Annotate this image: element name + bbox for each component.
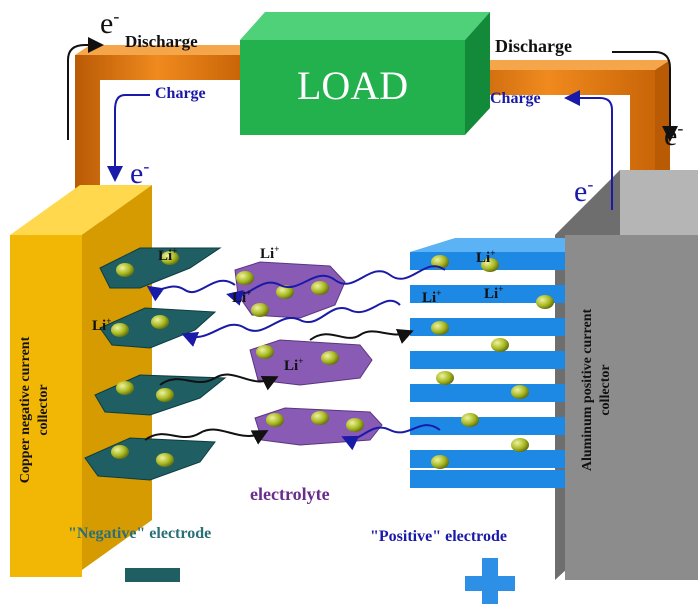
li-ion-label: Li+ xyxy=(422,288,442,306)
lithium-ions xyxy=(111,251,554,469)
li-ion-label: Li+ xyxy=(232,288,252,306)
minus-sign xyxy=(125,568,180,582)
electron-label-top-right: e- xyxy=(664,118,684,152)
electron-label-top-left: e- xyxy=(100,6,120,40)
electron-label-left: e- xyxy=(130,156,150,190)
li-ion-label: Li+ xyxy=(158,246,178,264)
li-ion-label: Li+ xyxy=(484,284,504,302)
load-box xyxy=(240,12,490,135)
plus-sign xyxy=(465,558,515,604)
aluminum-collector xyxy=(555,170,698,580)
electron-label-right: e- xyxy=(574,174,594,208)
discharge-label-left: Discharge xyxy=(125,32,198,51)
discharge-label-right: Discharge xyxy=(495,36,572,56)
discharge-ion-paths xyxy=(144,329,414,445)
aluminum-collector-label: Aluminum positive current collector xyxy=(580,308,613,472)
charge-label-left: Charge xyxy=(155,85,206,102)
charge-ion-paths xyxy=(146,265,446,451)
li-ion-label: Li+ xyxy=(260,244,280,262)
load-label: LOAD xyxy=(297,63,409,108)
electrolyte-label: electrolyte xyxy=(250,484,330,504)
li-ion-label: Li+ xyxy=(92,316,112,334)
li-ion-label: Li+ xyxy=(284,356,304,374)
electrolyte-molecules xyxy=(234,261,383,446)
charge-label-right: Charge xyxy=(490,90,541,107)
copper-collector-label: Copper negative current collector xyxy=(18,336,51,484)
li-ion-label: Li+ xyxy=(476,248,496,266)
positive-electrode-label: "Positive" electrode xyxy=(370,528,507,545)
negative-electrode-label: "Negative" electrode xyxy=(68,525,212,542)
cathode-layers xyxy=(410,238,565,488)
external-arrows xyxy=(67,37,678,210)
